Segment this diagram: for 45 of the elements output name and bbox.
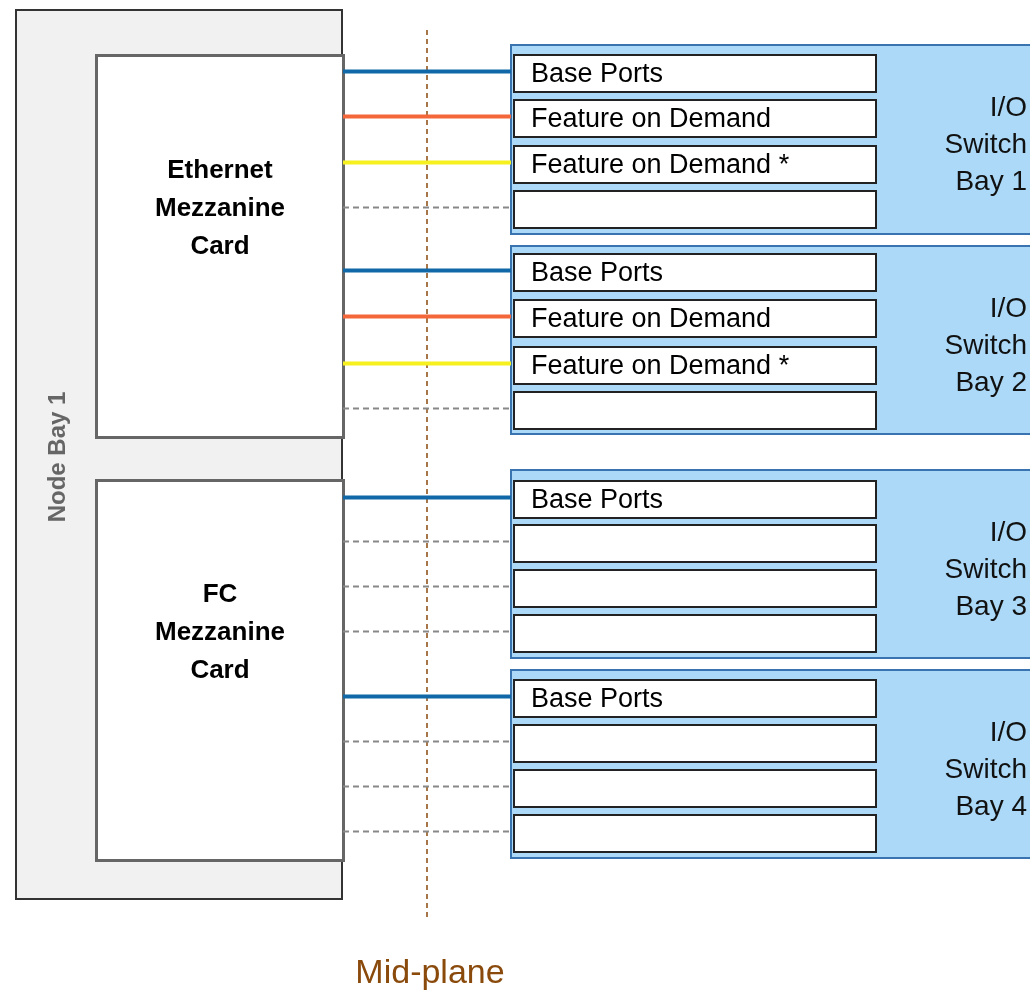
connector-line [343, 114, 511, 119]
panel-label: Node Bay 1 [43, 391, 71, 523]
port-slot [513, 769, 877, 808]
switch-bay-panel [510, 44, 1030, 235]
mezzanine-card: Ethernet Mezzanine Card [95, 54, 345, 439]
port-slot: Feature on Demand * [513, 346, 877, 385]
node-bay-panel [15, 9, 343, 900]
port-slot: Feature on Demand [513, 299, 877, 338]
connector-line [342, 740, 512, 743]
connector-line [343, 69, 511, 74]
connector-line [342, 830, 512, 833]
connector-line [343, 268, 511, 273]
port-slot: Feature on Demand * [513, 145, 877, 184]
connector-line [342, 585, 512, 588]
port-slot [513, 190, 877, 229]
port-slot: Base Ports [513, 54, 877, 93]
port-slot [513, 614, 877, 653]
mezzanine-card: FC Mezzanine Card [95, 479, 345, 862]
port-slot [513, 569, 877, 608]
switch-bay-panel [510, 469, 1030, 659]
switch-bay-panel [510, 245, 1030, 435]
port-slot: Base Ports [513, 253, 877, 292]
bay-label: I/O Switch Bay 3 [943, 515, 1027, 623]
bay-label: I/O Switch Bay 1 [943, 90, 1027, 198]
port-slot: Base Ports [513, 679, 877, 718]
connector-line [343, 361, 511, 366]
mid-plane-label: Mid-plane [355, 952, 505, 991]
connector-line [342, 630, 512, 633]
connector-line [343, 495, 511, 500]
port-slot: Feature on Demand [513, 99, 877, 138]
connector-line [343, 694, 511, 699]
port-slot [513, 524, 877, 563]
connector-line [342, 206, 512, 209]
connector-line [342, 407, 512, 410]
bay-label: I/O Switch Bay 4 [943, 715, 1027, 823]
port-slot [513, 814, 877, 853]
port-slot [513, 391, 877, 430]
connector-line [342, 785, 512, 788]
port-slot [513, 724, 877, 763]
connector-line [343, 160, 511, 165]
bay-label: I/O Switch Bay 2 [943, 291, 1027, 399]
switch-bay-panel [510, 669, 1030, 859]
connector-line [342, 540, 512, 543]
port-slot: Base Ports [513, 480, 877, 519]
connector-line [343, 314, 511, 319]
